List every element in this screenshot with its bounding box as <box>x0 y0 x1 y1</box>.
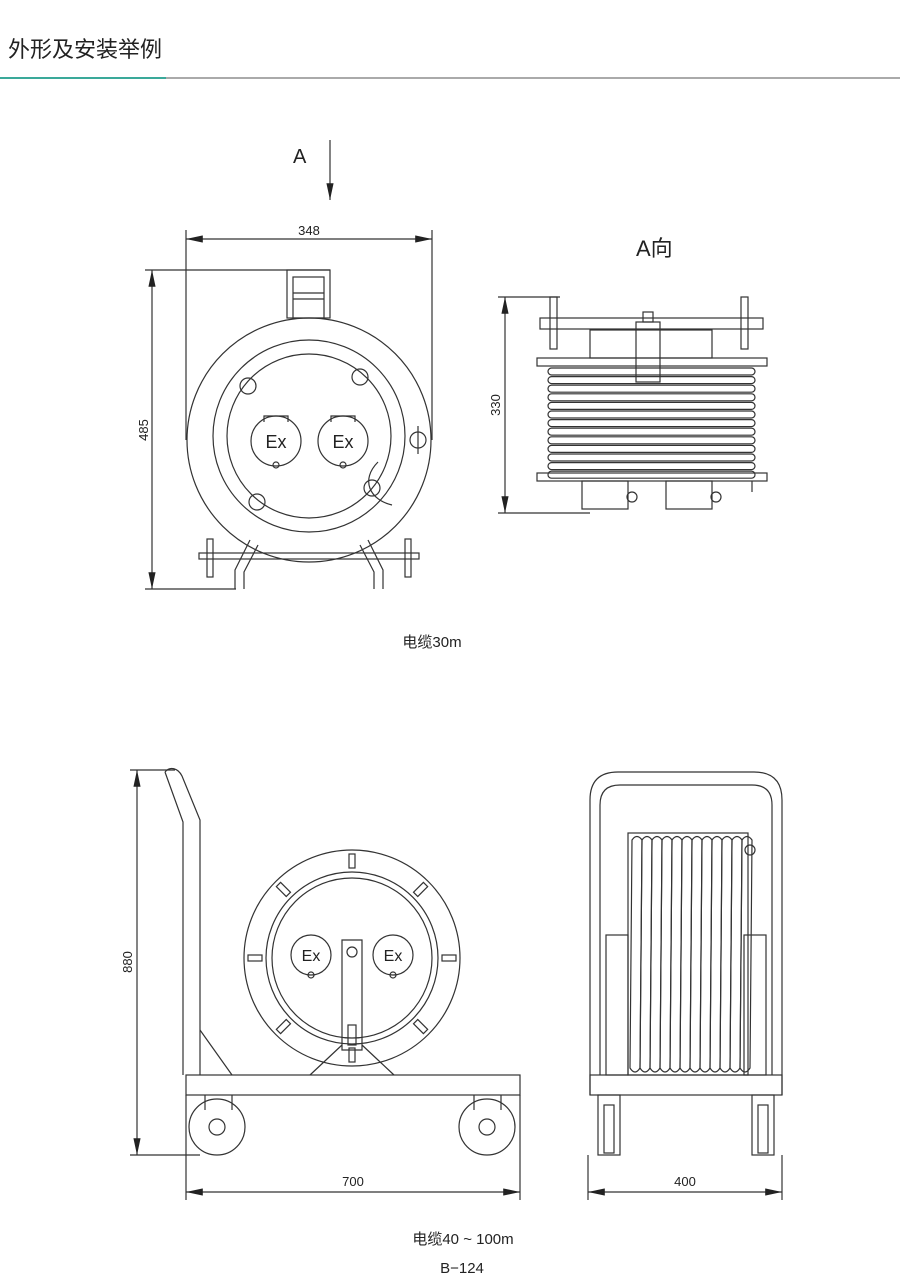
cart-side-view: 400 <box>587 771 783 1200</box>
width-dimension-label: 348 <box>298 223 320 238</box>
side-width-dimension-label: 400 <box>674 1174 696 1189</box>
cable-coil <box>629 835 753 1073</box>
cart-width-dimension-label: 700 <box>342 1174 364 1189</box>
reel-side-view: A向 330 <box>488 236 768 514</box>
wheel <box>188 1098 246 1156</box>
wheel <box>458 1098 516 1156</box>
page-number: B−124 <box>440 1260 484 1277</box>
flange-lugs <box>247 853 457 1063</box>
socket-label: Ex <box>302 948 321 965</box>
height-dimension-label: 485 <box>136 419 151 441</box>
cart-front-view: 880 700 Ex Ex <box>120 767 521 1200</box>
cable-coil <box>547 367 756 479</box>
title-underline-accent <box>0 77 166 79</box>
title-underline <box>166 77 900 79</box>
socket-left: Ex <box>290 934 332 979</box>
cart-height-dimension-label: 880 <box>120 951 135 973</box>
page-title: 外形及安装举例 <box>8 38 163 63</box>
figure2-caption: 电缆40 ~ 100m <box>412 1231 513 1248</box>
socket-label: Ex <box>332 432 353 452</box>
side-view-label: A向 <box>636 236 673 261</box>
socket-right: Ex <box>372 934 414 979</box>
socket-right: Ex <box>317 415 369 469</box>
socket-label: Ex <box>265 432 286 452</box>
socket-left: Ex <box>250 415 302 469</box>
view-arrow-label: A <box>293 146 307 168</box>
figure1-caption: 电缆30m <box>402 634 461 651</box>
reel-front-view: A 348 485 <box>136 140 433 590</box>
side-height-dimension-label: 330 <box>488 394 503 416</box>
socket-label: Ex <box>384 948 403 965</box>
